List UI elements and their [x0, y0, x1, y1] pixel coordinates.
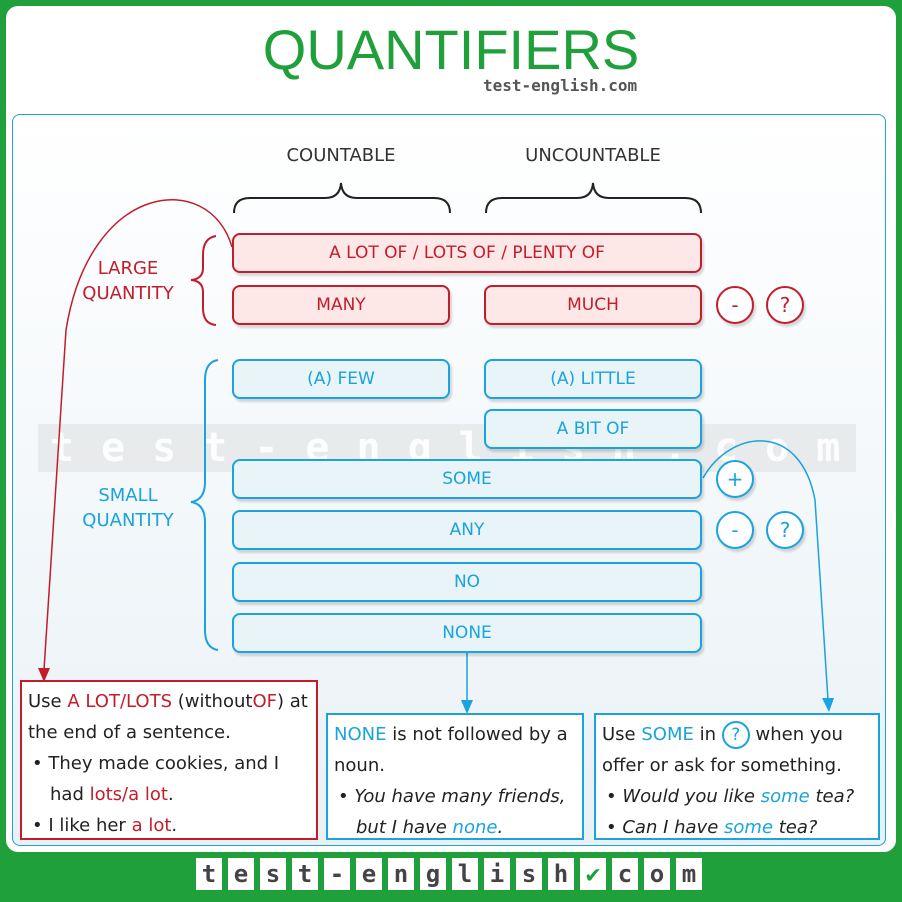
- site-subtitle: test-english.com: [483, 76, 638, 95]
- small-quantity-label: SMALL QUANTITY: [82, 485, 174, 531]
- list-item: • I like her a lot.: [32, 815, 178, 836]
- question-icon: ?: [721, 721, 750, 749]
- none-note: NONE is not followed by a noun. • You ha…: [326, 713, 584, 840]
- list-item: • They made cookies, and I had lots/a lo…: [32, 753, 280, 805]
- countable-header: COUNTABLE: [286, 145, 396, 166]
- list-item: • Would you like some tea?: [606, 786, 855, 807]
- uncountable-brace: [485, 182, 702, 214]
- uncountable-header: UNCOUNTABLE: [525, 145, 661, 166]
- some-note: Use SOME in ? when you offer or ask for …: [594, 713, 880, 840]
- positive-icon: +: [716, 460, 754, 498]
- question-icon: ?: [766, 511, 804, 549]
- little-box: (A) LITTLE: [484, 359, 702, 399]
- a-bit-of-box: A BIT OF: [484, 409, 702, 449]
- some-box: SOME: [232, 459, 702, 499]
- much-box: MUCH: [484, 285, 702, 325]
- none-box: NONE: [232, 613, 702, 653]
- list-item: • Can I have some tea?: [606, 817, 818, 838]
- large-brace: [190, 235, 217, 326]
- no-box: NO: [232, 562, 702, 602]
- countable-brace: [233, 182, 451, 214]
- some-arrow: [702, 440, 829, 701]
- lots-note: Use A LOT/LOTS (withoutOF) at the end of…: [20, 680, 318, 840]
- list-item: • You have many friends, but I have none…: [338, 786, 566, 838]
- few-box: (A) FEW: [232, 359, 450, 399]
- red-arrow: [43, 199, 233, 671]
- a-lot-of-box: A LOT OF / LOTS OF / PLENTY OF: [232, 233, 702, 273]
- negative-icon: -: [716, 286, 754, 324]
- any-box: ANY: [232, 510, 702, 550]
- large-quantity-label: LARGE QUANTITY: [82, 258, 174, 304]
- small-brace: [190, 359, 219, 651]
- question-icon: ?: [766, 286, 804, 324]
- page-title: QUANTIFIERS: [262, 18, 640, 81]
- many-box: MANY: [232, 285, 450, 325]
- negative-icon: -: [716, 511, 754, 549]
